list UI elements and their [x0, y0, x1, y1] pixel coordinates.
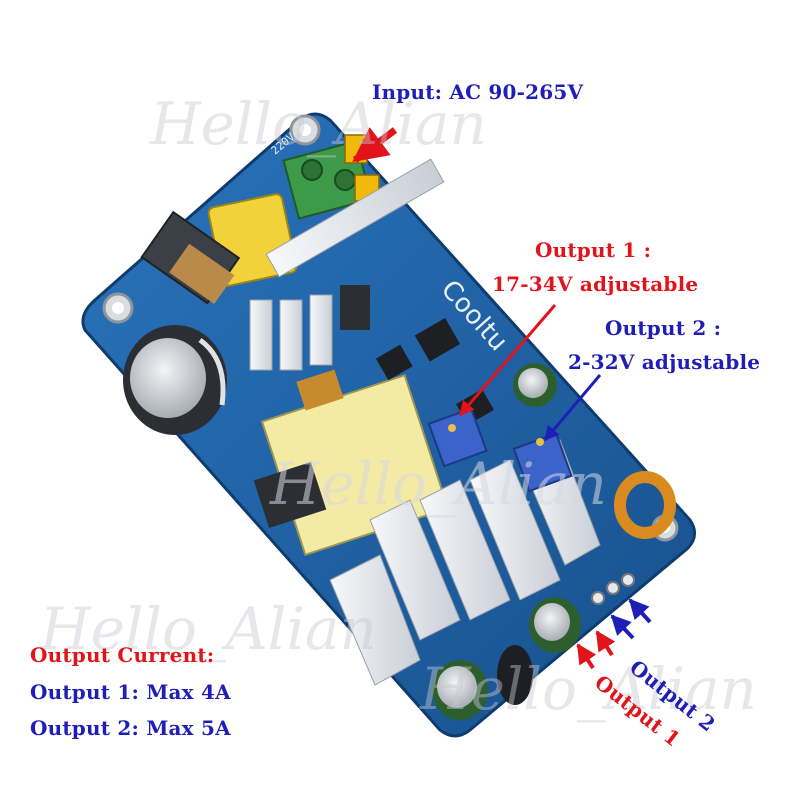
output1-title-label: Output 1 : [535, 238, 652, 262]
common-mode-choke [140, 210, 241, 305]
output1-current-label: Output 1: Max 4A [30, 680, 231, 704]
bulk-capacitor [123, 325, 227, 435]
trim-pot-output2 [512, 432, 573, 493]
output2-title-label: Output 2 : [605, 316, 722, 340]
input-voltage-label: Input: AC 90-265V [372, 80, 584, 104]
watermark: Hello_Alian [150, 90, 487, 158]
watermark: Hello_Alian [40, 595, 377, 663]
toroid-inductor [614, 471, 676, 539]
output2-current-label: Output 2: Max 5A [30, 716, 231, 740]
output1-range-label: 17-34V adjustable [492, 272, 699, 296]
red-arrow-icon [352, 127, 398, 163]
output2-range-label: 2-32V adjustable [568, 350, 761, 374]
trim-pot-output1 [427, 407, 488, 468]
blue-arrow-icon [610, 614, 635, 640]
output-current-title: Output Current: [30, 643, 215, 667]
red-arrow-icon [595, 630, 616, 657]
watermark: Hello_Alian [270, 450, 607, 518]
output-pads [591, 573, 635, 605]
watermark: Hello_Alian [420, 655, 757, 723]
red-arrow-icon [458, 304, 557, 417]
blue-arrow-icon [628, 598, 652, 624]
heatsink-upper [249, 158, 445, 371]
input-terminal-block [282, 134, 380, 220]
output-capacitors [432, 363, 581, 720]
blue-arrow-icon [543, 374, 602, 442]
red-arrow-icon [576, 643, 597, 670]
